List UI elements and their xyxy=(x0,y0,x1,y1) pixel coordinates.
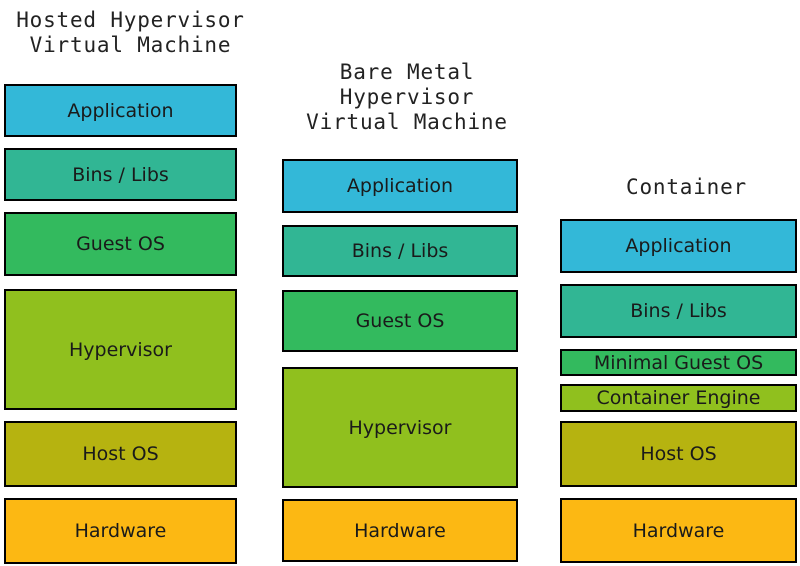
layer-label: Application xyxy=(625,235,732,257)
layer-label: Hypervisor xyxy=(348,416,452,439)
layer-label: Bins / Libs xyxy=(72,163,169,186)
column-title-line: Container xyxy=(626,175,747,199)
layer-label: Guest OS xyxy=(355,310,445,332)
layer-box-application: Application xyxy=(282,159,518,213)
layer-box-hardware: Hardware xyxy=(282,499,518,562)
layer-label: Application xyxy=(67,99,174,122)
column-title-container: Container xyxy=(568,175,800,200)
layer-box-container-engine: Container Engine xyxy=(560,384,797,412)
layer-box-host-os: Host OS xyxy=(4,421,237,487)
layer-box-hypervisor: Hypervisor xyxy=(4,289,237,410)
layer-label: Hardware xyxy=(74,520,167,542)
layer-label: Guest OS xyxy=(76,233,165,255)
layer-label: Host OS xyxy=(82,443,159,465)
layer-label: Host OS xyxy=(640,443,717,465)
layer-box-application: Application xyxy=(4,84,237,137)
layer-box-hardware: Hardware xyxy=(560,498,797,563)
layer-label: Bins / Libs xyxy=(630,300,727,322)
layer-label: Hardware xyxy=(354,519,446,542)
layer-label: Hardware xyxy=(632,519,725,542)
layer-box-bins-libs: Bins / Libs xyxy=(4,148,237,201)
layer-box-minimal-guest-os: Minimal Guest OS xyxy=(560,349,797,376)
layer-box-application: Application xyxy=(560,219,797,273)
column-title-line: Hypervisor xyxy=(339,85,475,109)
layer-box-bins-libs: Bins / Libs xyxy=(560,284,797,338)
column-title-line: Hosted Hypervisor xyxy=(16,8,245,32)
layer-box-host-os: Host OS xyxy=(560,421,797,487)
layer-box-guest-os: Guest OS xyxy=(282,290,518,352)
layer-label: Container Engine xyxy=(596,387,761,409)
layer-label: Minimal Guest OS xyxy=(593,351,764,374)
column-title-line: Bare Metal xyxy=(339,60,475,84)
layer-box-bins-libs: Bins / Libs xyxy=(282,225,518,277)
column-title-line: Virtual Machine xyxy=(306,110,508,134)
layer-box-hardware: Hardware xyxy=(4,498,237,564)
layer-box-hypervisor: Hypervisor xyxy=(282,367,518,488)
layer-box-guest-os: Guest OS xyxy=(4,212,237,276)
layer-label: Application xyxy=(346,175,454,197)
column-title-line: Virtual Machine xyxy=(29,33,232,57)
layer-label: Bins / Libs xyxy=(351,240,449,262)
layer-label: Hypervisor xyxy=(69,338,172,361)
